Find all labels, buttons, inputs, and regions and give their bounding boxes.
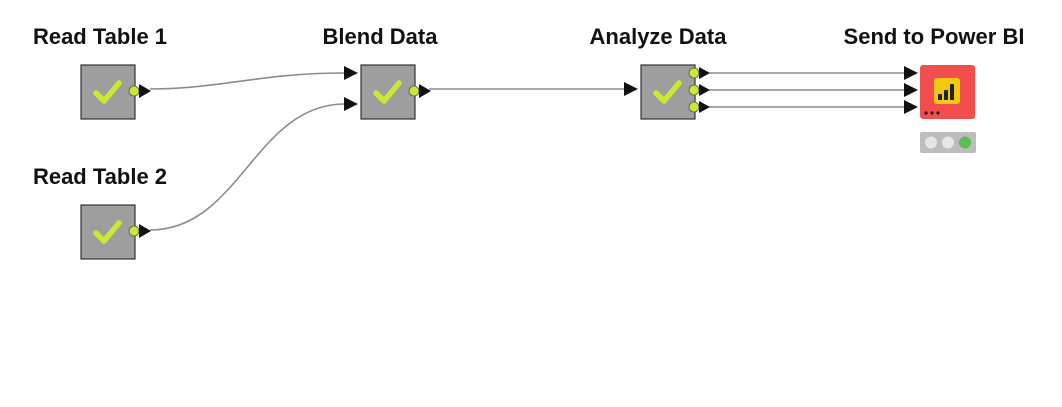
output-port-arrow-2 [699, 84, 710, 96]
checkmark-icon [93, 220, 122, 244]
node-send-to-power-bi[interactable]: Send to Power BI [844, 24, 1025, 153]
traffic-light-green [959, 136, 971, 149]
output-port-2[interactable] [688, 84, 700, 96]
connection-read2-blend[interactable] [149, 103, 346, 231]
input-port-2[interactable] [344, 97, 358, 111]
traffic-light-red [925, 136, 937, 149]
output-port[interactable] [408, 85, 420, 97]
connection-read1-blend[interactable] [149, 72, 346, 90]
node-title: Blend Data [323, 24, 439, 49]
checkmark-icon [373, 80, 402, 104]
node-read-table-2[interactable]: Read Table 2 [33, 164, 167, 260]
node-read-table-1[interactable]: Read Table 1 [33, 24, 167, 120]
input-port-1[interactable] [344, 66, 358, 80]
checkmark-icon [653, 80, 682, 104]
output-port[interactable] [128, 85, 140, 97]
connections [149, 72, 905, 231]
node-blend-data[interactable]: Blend Data [323, 24, 439, 120]
node-title: Send to Power BI [844, 24, 1025, 49]
input-port-3[interactable] [904, 100, 918, 114]
traffic-light-status [920, 132, 976, 153]
node-title: Read Table 2 [33, 164, 167, 189]
power-bi-icon [934, 78, 960, 104]
output-port-arrow-3 [699, 101, 710, 113]
output-port-arrow-1 [699, 67, 710, 79]
output-port-arrow [419, 84, 431, 98]
output-port[interactable] [128, 225, 140, 237]
input-port[interactable] [624, 82, 638, 96]
node-title: Read Table 1 [33, 24, 167, 49]
input-port-1[interactable] [904, 66, 918, 80]
more-options-icon[interactable] [924, 111, 940, 115]
traffic-light-yellow [942, 136, 954, 149]
output-port-3[interactable] [688, 101, 700, 113]
output-port-arrow [139, 224, 151, 238]
node-title: Analyze Data [590, 24, 728, 49]
input-port-2[interactable] [904, 83, 918, 97]
output-port-arrow [139, 84, 151, 98]
node-analyze-data[interactable]: Analyze Data [590, 24, 728, 120]
checkmark-icon [93, 80, 122, 104]
output-port-1[interactable] [688, 67, 700, 79]
